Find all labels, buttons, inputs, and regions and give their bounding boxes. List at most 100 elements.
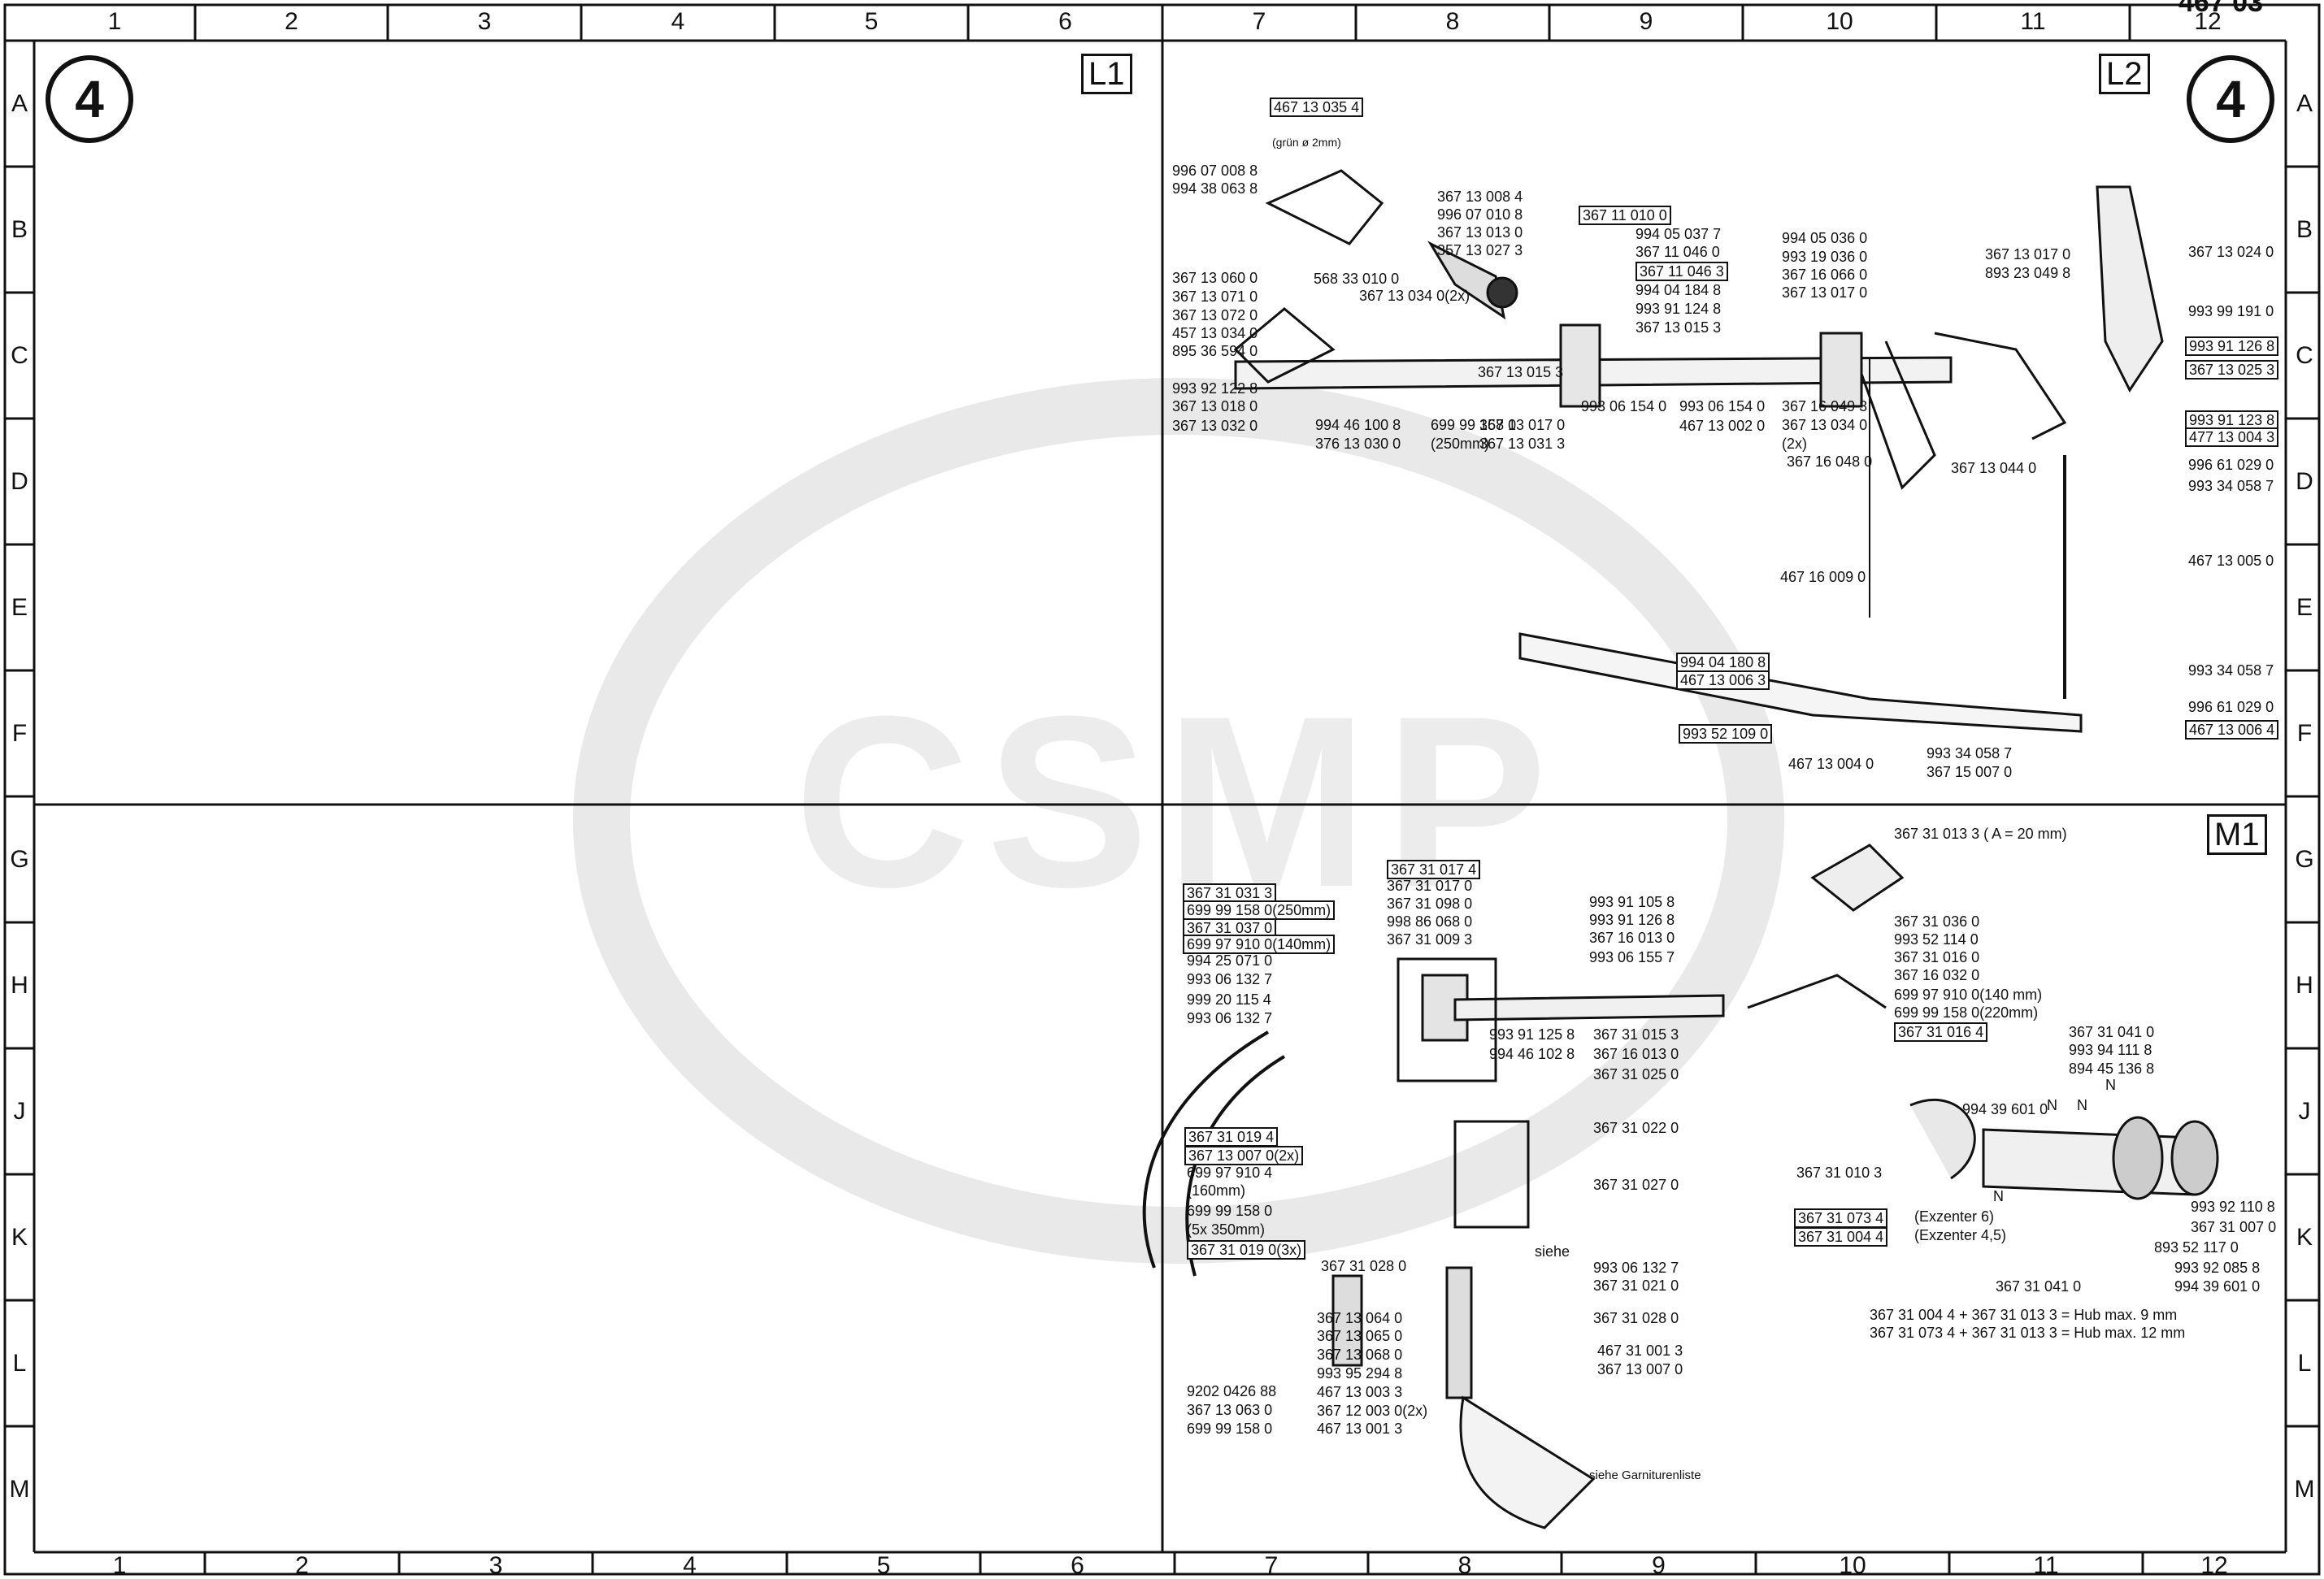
row-letter-right: C — [2296, 341, 2313, 369]
part-number-label: 893 23 049 8 — [1985, 265, 2071, 281]
part-number-label: 477 13 004 3 — [2185, 427, 2279, 447]
part-number-label: 367 13 034 0(2x) — [1359, 288, 1470, 304]
part-number-label: 467 13 004 0 — [1788, 756, 1874, 772]
column-number-top: 7 — [1252, 8, 1266, 35]
column-number-bottom: 1 — [112, 1552, 127, 1579]
part-number-label: 994 46 102 8 — [1489, 1046, 1575, 1062]
part-number-label: 367 13 060 0 — [1172, 270, 1258, 286]
part-number-label: 367 12 003 0(2x) — [1317, 1403, 1428, 1419]
part-number-label: 367 13 065 0 — [1317, 1328, 1403, 1344]
part-number-label: 994 04 184 8 — [1635, 282, 1722, 298]
part-number-label: 994 05 036 0 — [1782, 230, 1868, 246]
part-number-label: 993 06 154 0 — [1679, 398, 1766, 414]
part-number-label: 996 07 008 8 — [1172, 163, 1258, 179]
part-number-label: 367 31 073 4 — [1794, 1208, 1888, 1228]
part-number-label: 457 13 034 0 — [1172, 325, 1258, 341]
column-number-bottom: 12 — [2200, 1552, 2228, 1579]
hub-note-2: 367 31 073 4 + 367 31 013 3 = Hub max. 1… — [1870, 1325, 2186, 1341]
part-number-label: 993 06 132 7 — [1593, 1260, 1679, 1276]
part-number-label: 367 31 004 4 — [1794, 1227, 1888, 1247]
part-number-label: 993 19 036 0 — [1782, 249, 1868, 265]
row-letter-right: B — [2296, 215, 2313, 243]
part-number-label: 467 16 009 0 — [1780, 569, 1866, 585]
part-number-label: (Exzenter 6) — [1914, 1208, 1995, 1225]
part-number-label: 367 31 028 0 — [1321, 1258, 1407, 1274]
column-number-top: 2 — [285, 8, 298, 35]
part-number-label: 376 13 030 0 — [1315, 436, 1401, 452]
part-number-label: 367 13 024 0 — [2188, 244, 2274, 260]
garnitur-note: siehe Garniturenliste — [1589, 1468, 1701, 1482]
part-number-label: 467 13 006 4 — [2185, 720, 2279, 740]
part-number-label: 699 99 158 0 — [1187, 1421, 1273, 1437]
part-number-label: 367 16 032 0 — [1894, 967, 1980, 983]
part-number-label: 367 11 046 3 — [1635, 262, 1728, 281]
part-number-top-right: 367 31 013 3 ( A = 20 mm) — [1894, 826, 2067, 842]
part-number-label: 994 46 100 8 — [1315, 417, 1401, 433]
column-number-top: 12 — [2194, 8, 2222, 35]
part-number-label: 367 15 007 0 — [1927, 764, 2013, 780]
column-number-bottom: 11 — [2033, 1552, 2059, 1579]
part-number-label: 895 36 594 0 — [1172, 343, 1258, 359]
part-number-label: (Exzenter 4,5) — [1914, 1227, 2007, 1243]
part-number-label: 699 97 910 0(140 mm) — [1894, 987, 2043, 1003]
column-number-bottom: 5 — [876, 1552, 891, 1579]
part-number-label: 699 99 158 0 — [1431, 417, 1517, 433]
part-number-label: 467 13 006 3 — [1676, 670, 1770, 690]
part-number-label: N — [2105, 1077, 2116, 1093]
column-number-bottom: 3 — [489, 1552, 503, 1579]
part-number-label: 993 91 126 8 — [1589, 912, 1675, 928]
row-letter-right: D — [2296, 467, 2313, 495]
column-number-top: 4 — [671, 8, 685, 35]
part-number-label: 996 61 029 0 — [2188, 457, 2274, 473]
part-number-label: 993 92 085 8 — [2174, 1260, 2261, 1276]
part-number-label: 999 20 115 4 — [1187, 991, 1271, 1008]
part-number-label: 367 13 017 0 — [1782, 284, 1868, 301]
svg-text:CSMP: CSMP — [794, 665, 1564, 938]
row-letter-right: J — [2298, 1097, 2311, 1125]
part-number-label: 367 16 048 0 — [1787, 453, 1873, 470]
part-number-label: 367 31 017 0 — [1387, 878, 1473, 894]
part-number-label: 367 13 015 3 — [1635, 319, 1722, 336]
column-number-top: 11 — [2020, 8, 2046, 35]
part-number-label: 367 31 010 3 — [1796, 1165, 1883, 1181]
column-number-top: 3 — [477, 8, 492, 35]
part-number-label: 367 13 018 0 — [1172, 398, 1258, 414]
part-number-label: 894 45 136 8 — [2069, 1061, 2155, 1077]
part-number-label: 367 31 009 3 — [1387, 931, 1473, 948]
part-number-label: siehe — [1535, 1243, 1570, 1260]
part-number-label: 993 06 155 7 — [1589, 949, 1675, 965]
part-number-label: 994 38 063 8 — [1172, 180, 1258, 197]
row-letter-left: D — [11, 467, 28, 495]
row-letter-right: E — [2296, 593, 2313, 621]
part-number-label: 993 52 114 0 — [1894, 931, 1979, 948]
part-number-label: 993 94 111 8 — [2069, 1042, 2152, 1058]
part-number-label: 994 39 601 0 — [1962, 1101, 2048, 1117]
part-number-label: 993 52 109 0 — [1679, 724, 1773, 744]
row-letter-right: L — [2297, 1349, 2312, 1377]
part-number-label: 367 31 016 4 — [1894, 1022, 1988, 1042]
part-number-label: 9202 0426 88 — [1187, 1383, 1277, 1399]
row-letter-left: B — [11, 215, 28, 243]
part-number-label: 996 07 010 8 — [1437, 206, 1523, 223]
part-number-label: N — [2047, 1097, 2057, 1113]
row-letter-left: E — [11, 593, 28, 621]
part-number-label: 993 06 132 7 — [1187, 1010, 1273, 1026]
l2-mechanism-drawing — [1233, 169, 2164, 733]
part-number-label: 367 13 072 0 — [1172, 307, 1258, 323]
row-letter-left: M — [9, 1475, 30, 1503]
part-number-label: 998 86 068 0 — [1387, 913, 1473, 930]
part-number-label: 367 31 007 0 — [2191, 1219, 2277, 1235]
part-number-label: 367 16 049 3 — [1782, 398, 1868, 414]
watermark-logo: CSMP — [573, 378, 1784, 1264]
m1-mechanism-drawing — [1142, 844, 2219, 1529]
column-number-bottom: 2 — [295, 1552, 309, 1579]
part-number-label: 367 13 034 0 — [1782, 417, 1868, 433]
part-number-label: 367 13 007 0 — [1597, 1361, 1683, 1377]
part-number-label: 367 31 041 0 — [1996, 1278, 2082, 1295]
part-number-box: 467 13 035 4 — [1270, 98, 1364, 117]
part-number-label: 367 16 013 0 — [1593, 1046, 1679, 1062]
row-letter-right: G — [2295, 845, 2314, 873]
part-number-label: 699 99 158 0(250mm) — [1183, 900, 1336, 920]
part-number-label: 993 92 110 8 — [2191, 1199, 2275, 1215]
section-tag-l2: L2 — [2099, 54, 2150, 94]
